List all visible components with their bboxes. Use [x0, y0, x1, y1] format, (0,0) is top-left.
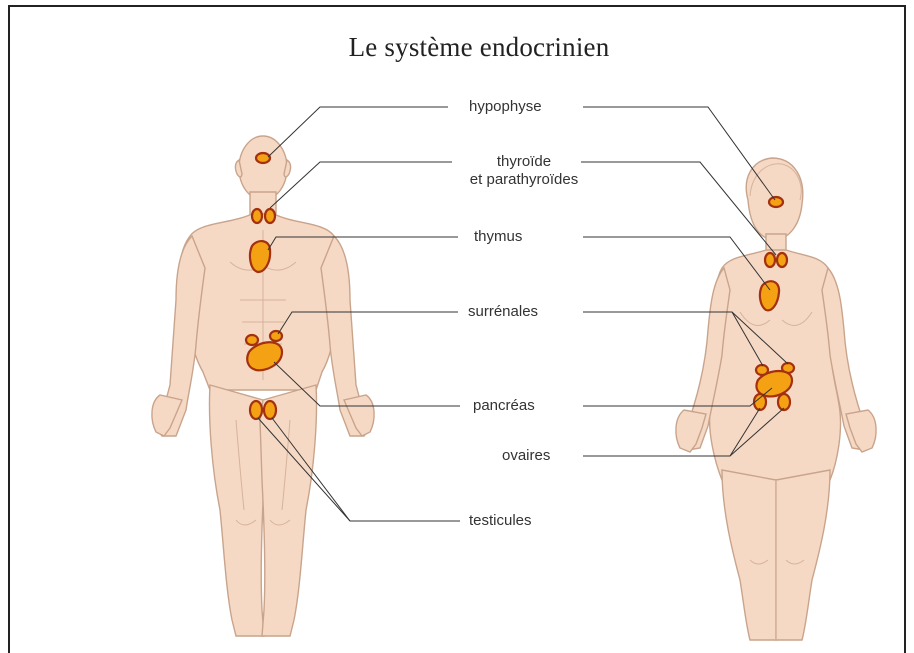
- male-thymus-gland: [250, 241, 270, 272]
- male-testicle-left: [250, 401, 262, 419]
- male-thyroid-right: [265, 209, 275, 223]
- label-hypophyse: hypophyse: [469, 98, 542, 116]
- female-figure: [676, 158, 876, 640]
- label-thyroide: thyroïde et parathyroïdes: [444, 153, 604, 189]
- male-left-leg: [209, 385, 266, 636]
- label-thymus: thymus: [474, 228, 522, 246]
- leader-thyroide-female: [581, 162, 776, 255]
- male-hypophyse-gland: [256, 153, 270, 163]
- leader-thyroide-male: [270, 162, 452, 208]
- male-right-leg: [260, 385, 317, 636]
- female-thyroid-right: [777, 253, 787, 267]
- female-thyroid-left: [765, 253, 775, 267]
- female-ovary-left: [754, 394, 766, 410]
- male-adrenal-right: [270, 331, 282, 341]
- label-testicules: testicules: [469, 512, 532, 530]
- label-surrenales: surrénales: [468, 303, 538, 321]
- female-left-leg: [722, 470, 776, 640]
- leader-hypophyse-male: [268, 107, 448, 157]
- male-testicle-right: [264, 401, 276, 419]
- female-ovary-right: [778, 394, 790, 410]
- label-pancreas: pancréas: [473, 397, 535, 415]
- male-adrenal-left: [246, 335, 258, 345]
- label-thyroide-line1: thyroïde: [444, 153, 604, 171]
- male-figure: [152, 136, 374, 636]
- male-thyroid-left: [252, 209, 262, 223]
- female-right-leg: [776, 470, 830, 640]
- female-hypophyse-gland: [769, 197, 783, 207]
- label-thyroide-line2: et parathyroïdes: [444, 171, 604, 189]
- label-ovaires: ovaires: [502, 447, 550, 465]
